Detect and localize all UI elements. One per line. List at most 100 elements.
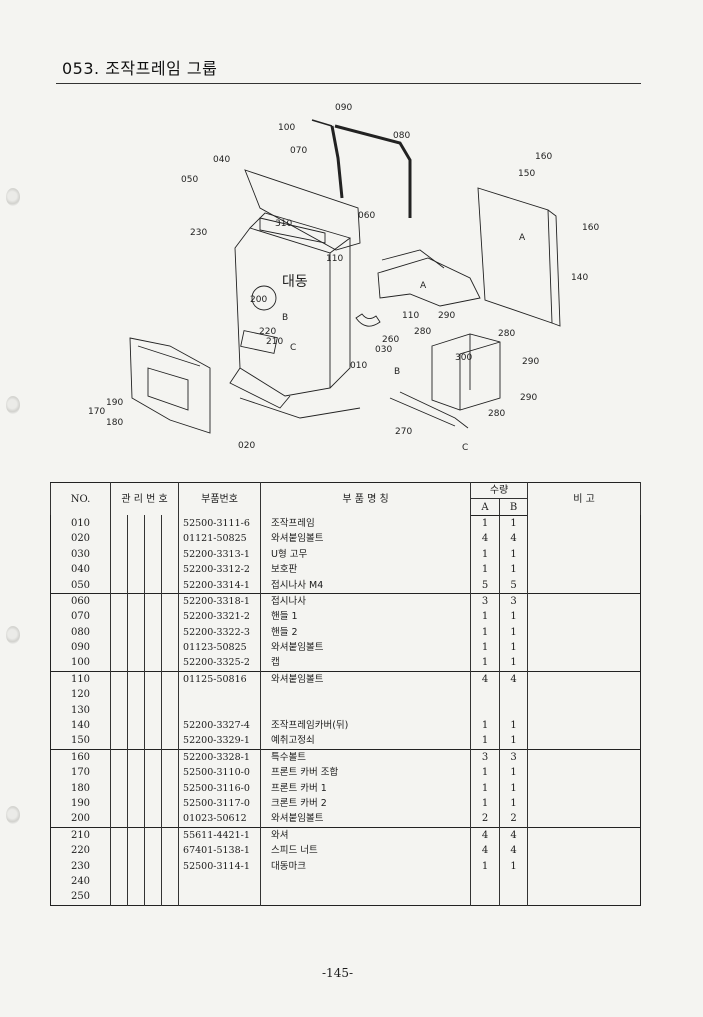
qty-b-cell: 1 — [499, 780, 528, 796]
part-code-cell — [178, 889, 261, 906]
binder-hole — [6, 188, 20, 206]
part-name-cell: 보호판 — [260, 561, 471, 578]
mgmt-cell — [144, 592, 162, 610]
mgmt-cell — [160, 670, 179, 688]
mgmt-cell — [160, 858, 179, 874]
remarks-cell — [527, 795, 641, 812]
callout-labels: 090 100 080 070 040 050 160 150 060 310 … — [88, 103, 599, 453]
qty-b-cell: 2 — [499, 811, 528, 828]
part-name-cell: 특수볼트 — [260, 748, 471, 766]
part-number-cell: 120 — [70, 689, 91, 701]
qty-b-cell — [499, 687, 528, 703]
qty-a-cell: 3 — [470, 592, 500, 610]
mgmt-cell — [144, 826, 162, 843]
qty-a-cell: 1 — [470, 795, 500, 812]
remarks-cell — [527, 842, 641, 859]
mgmt-cell — [144, 639, 162, 656]
part-code-cell: 01123-50825 — [178, 639, 261, 656]
qty-b-cell: 1 — [499, 515, 528, 532]
qty-b-cell: 1 — [499, 733, 528, 750]
qty-a-cell: 1 — [470, 655, 500, 672]
qty-b-cell: 5 — [499, 577, 528, 594]
qty-b-cell — [499, 702, 528, 718]
qty-a-cell: 5 — [470, 577, 500, 594]
callout: 110 — [326, 254, 343, 264]
mgmt-cell — [110, 639, 128, 656]
part-code-cell: 52200-3325-2 — [178, 655, 261, 672]
mgmt-cell — [160, 531, 179, 547]
remarks-cell — [527, 811, 641, 828]
remarks-cell — [527, 717, 641, 734]
mgmt-cell — [127, 717, 145, 734]
part-name-cell — [260, 687, 471, 703]
part-code-cell: 52200-3313-1 — [178, 546, 261, 562]
table-row: 250 — [51, 889, 641, 906]
qty-a-cell — [470, 889, 500, 906]
part-name-cell: 프론트 카버 1 — [260, 780, 471, 796]
binder-hole — [6, 626, 20, 644]
part-code-cell: 52200-3314-1 — [178, 577, 261, 594]
mgmt-cell — [127, 639, 145, 656]
mgmt-cell — [127, 687, 145, 703]
mgmt-cell — [110, 670, 128, 688]
mgmt-cell — [110, 780, 128, 796]
remarks-cell — [527, 655, 641, 672]
mgmt-cell — [127, 561, 145, 578]
part-number-cell: 060 — [50, 592, 111, 610]
part-number-cell: 070 — [70, 611, 91, 623]
mgmt-cell — [144, 733, 162, 750]
part-code-cell: 52500-3117-0 — [178, 795, 261, 812]
part-name-cell: 스피드 너트 — [260, 842, 471, 859]
qty-b-cell: 1 — [499, 795, 528, 812]
part-number-cell: 160 — [50, 748, 111, 766]
callout: 060 — [358, 211, 375, 221]
mgmt-cell — [110, 546, 128, 562]
header-qty-a: A — [470, 498, 501, 516]
diagram-svg: 대동 090 100 080 070 040 050 160 150 060 3… — [88, 103, 599, 453]
mgmt-cell — [110, 842, 128, 859]
header-part: 부품번호 — [178, 482, 262, 516]
part-number-cell: 190 — [70, 798, 91, 809]
qty-b-cell: 4 — [499, 531, 528, 547]
callout: 290 — [520, 393, 537, 403]
header-remarks: 비 고 — [527, 482, 642, 516]
part-name-cell: 핸들 1 — [260, 609, 471, 625]
qty-a-cell: 4 — [470, 531, 500, 547]
part-code-cell: 55611-4421-1 — [178, 826, 261, 843]
mgmt-cell — [144, 609, 162, 625]
remarks-cell — [527, 670, 641, 688]
part-number-cell: 020 — [70, 533, 91, 545]
callout: 180 — [106, 418, 123, 428]
mgmt-cell — [127, 858, 145, 874]
callout: 280 — [488, 409, 505, 419]
mgmt-cell — [110, 577, 128, 594]
mgmt-cell — [127, 702, 145, 718]
part-code-cell: 52200-3327-4 — [178, 717, 261, 734]
callout: 290 — [522, 357, 539, 367]
mgmt-cell — [110, 561, 128, 578]
part-number-cell: 200 — [70, 813, 91, 825]
remarks-cell — [527, 639, 641, 656]
part-code-cell: 52200-3321-2 — [178, 609, 261, 625]
part-number-cell: 230 — [70, 860, 91, 872]
mgmt-cell — [127, 795, 145, 812]
mgmt-cell — [127, 873, 145, 890]
mgmt-cell — [160, 826, 179, 843]
mgmt-cell — [127, 733, 145, 750]
part-name-cell: 예취고정쇠 — [260, 733, 471, 750]
qty-b-cell — [499, 873, 528, 890]
callout: 200 — [250, 295, 267, 305]
qty-a-cell: 1 — [470, 561, 500, 578]
part-name-cell: 조작프레임 — [260, 515, 471, 532]
callout: 040 — [213, 155, 230, 165]
callout: 090 — [335, 103, 352, 113]
